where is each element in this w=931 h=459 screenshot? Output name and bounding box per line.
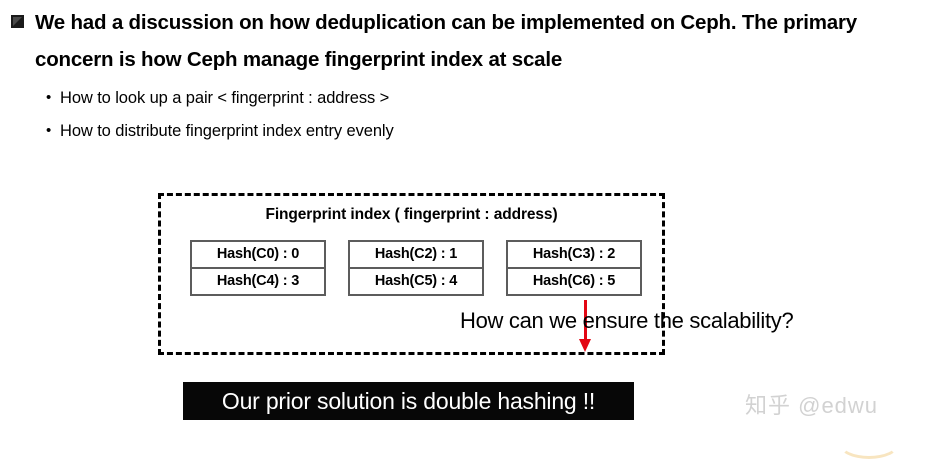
watermark: 知乎 @edwu (745, 393, 879, 418)
bullet-dot-icon: • (46, 122, 52, 139)
list-item: • How to look up a pair < fingerprint : … (46, 86, 646, 119)
solution-banner-label: Our prior solution is double hashing !! (221, 387, 596, 414)
page-title: We had a discussion on how deduplication… (35, 11, 857, 71)
hash-entry: Hash(C2) : 1 (350, 242, 482, 269)
fingerprint-index-diagram: Fingerprint index ( fingerprint : addres… (158, 193, 665, 355)
diagram-heading: Fingerprint index ( fingerprint : addres… (265, 206, 558, 223)
scalability-question: How can we ensure the scalability? (460, 308, 794, 333)
hash-table-group: Hash(C0) : 0 Hash(C4) : 3 Hash(C2) : 1 H… (190, 240, 642, 296)
list-item: • How to distribute fingerprint index en… (46, 119, 646, 152)
bullet-dot-icon: • (46, 89, 52, 106)
watermark-arc-decoration (838, 427, 900, 459)
solution-banner: Our prior solution is double hashing !! (183, 382, 634, 420)
down-arrow-icon (579, 300, 592, 352)
hash-entry: Hash(C4) : 3 (216, 273, 300, 289)
hash-table: Hash(C3) : 2 Hash(C6) : 5 (506, 240, 642, 296)
slide-title-block: We had a discussion on how deduplication… (8, 4, 923, 78)
arrow-shaft (584, 300, 587, 341)
list-item-label: How to distribute fingerprint index entr… (60, 122, 394, 140)
sub-bullet-list: • How to look up a pair < fingerprint : … (46, 86, 646, 152)
hash-table: Hash(C0) : 0 Hash(C4) : 3 (190, 240, 326, 296)
hash-entry: Hash(C6) : 5 (532, 273, 616, 289)
hash-entry: Hash(C0) : 0 (192, 242, 324, 269)
arrow-head (579, 339, 591, 352)
list-item-label: How to look up a pair < fingerprint : ad… (60, 89, 390, 107)
hash-table: Hash(C2) : 1 Hash(C5) : 4 (348, 240, 484, 296)
hash-entry: Hash(C3) : 2 (508, 242, 640, 269)
square-bullet-icon (11, 15, 24, 28)
hash-entry: Hash(C5) : 4 (374, 273, 458, 289)
